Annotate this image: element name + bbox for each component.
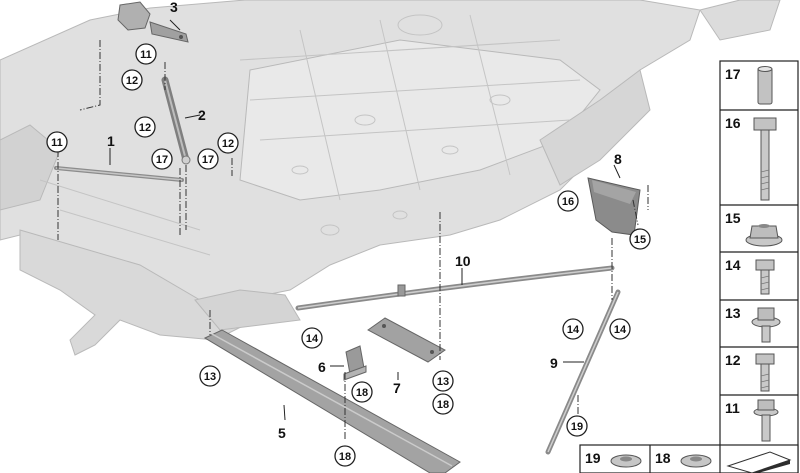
part-1-tie-rod [54,166,184,182]
label-part-3: 3 [170,0,178,15]
legend-number: 16 [725,115,741,131]
svg-text:18: 18 [339,451,351,463]
leader-lines [109,19,621,421]
legend-number: 14 [725,257,741,273]
washer-bolt-icon [751,307,781,343]
label-part-6: 6 [318,359,326,375]
callout: 11 [46,131,68,153]
flange-nut-icon [745,224,783,247]
label-part-5: 5 [278,425,286,441]
dash-dot-lines [57,40,649,440]
label-part-9: 9 [550,355,558,371]
callout: 14 [609,318,631,340]
long-hex-bolt-icon [753,117,777,201]
callout: 19 [566,415,588,437]
svg-text:13: 13 [437,376,449,388]
part-2-strut [161,76,191,165]
nut-icon [680,454,712,468]
pad-icon [726,451,792,473]
svg-text:12: 12 [139,122,151,134]
svg-text:11: 11 [140,49,152,61]
nut-icon [610,454,642,468]
part-8-bracket [587,177,641,236]
svg-text:11: 11 [51,137,63,149]
legend-number: 18 [655,450,671,466]
legend-number: 13 [725,305,741,321]
callout: 12 [217,132,239,154]
svg-text:14: 14 [567,324,580,336]
legend-number: 11 [725,400,740,416]
callout: 17 [197,148,219,170]
svg-text:18: 18 [437,399,449,411]
callout: 13 [199,365,221,387]
sleeve-icon [757,66,773,105]
svg-text:16: 16 [562,196,574,208]
part-9-diagonal-strut [545,289,621,455]
svg-text:15: 15 [634,234,646,246]
callout: 18 [334,445,356,467]
callout: 18 [432,393,454,415]
hex-bolt-icon [755,353,775,392]
short-hex-bolt-icon [755,259,775,295]
frame-detail-lines [39,14,581,256]
callouts: 11 12 11 12 17 17 12 16 15 14 14 14 13 1… [46,43,651,467]
parts-legend-panel: 17 16 15 14 13 12 11 [719,60,799,473]
label-part-10: 10 [455,253,471,269]
svg-text:17: 17 [202,154,214,166]
callout: 16 [557,190,579,212]
part-3-bracket [117,1,189,43]
callout: 12 [134,116,156,138]
vehicle-floor-frame [0,0,781,356]
part-10-brace-rod [295,265,615,311]
legend-number: 15 [725,210,741,226]
main-labels: 1 2 3 5 6 7 8 9 10 [107,0,622,441]
collar-bolt-icon [753,399,779,442]
svg-text:12: 12 [222,138,234,150]
svg-text:14: 14 [306,333,319,345]
label-part-2: 2 [198,107,206,123]
callout: 15 [629,228,651,250]
legend-number: 12 [725,352,741,368]
callout: 14 [301,327,323,349]
part-5-crossmember [203,329,461,473]
svg-text:17: 17 [156,154,168,166]
callout: 14 [562,318,584,340]
svg-text:13: 13 [204,371,216,383]
label-part-8: 8 [614,151,622,167]
legend-number: 17 [725,66,741,82]
label-part-1: 1 [107,133,115,149]
svg-text:14: 14 [614,324,627,336]
callout: 18 [351,381,373,403]
legend-number: 19 [585,450,601,466]
label-part-7: 7 [393,380,401,396]
callout: 17 [151,148,173,170]
svg-text:18: 18 [356,387,368,399]
callout: 11 [135,43,157,65]
part-6-clip [343,345,367,381]
svg-text:19: 19 [571,421,583,433]
svg-text:12: 12 [126,75,138,87]
callout: 12 [121,69,143,91]
part-7-plate [367,317,446,363]
callout: 13 [432,370,454,392]
parts-bottom-row: 19 18 [579,444,799,473]
